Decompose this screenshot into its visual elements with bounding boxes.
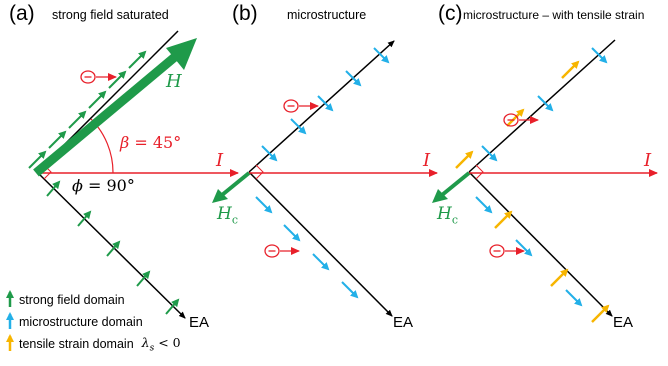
panel-c-easy-axis-upper	[468, 39, 616, 173]
domain-arrow	[77, 210, 92, 227]
Hc-symbol: H	[437, 204, 452, 224]
lambda-subscript: s	[149, 343, 155, 354]
domain-arrow	[515, 239, 533, 257]
domain-arrow	[373, 47, 390, 64]
domain-arrow	[550, 268, 569, 287]
easy-axis-label-c: EA	[613, 314, 634, 331]
domain-arrow	[46, 180, 61, 197]
panel-b-letter: (b)	[232, 2, 258, 25]
domain-arrow	[345, 70, 362, 87]
domain-arrow	[537, 95, 554, 112]
domain-arrow	[128, 50, 147, 69]
current-I-label-b: I	[423, 150, 431, 171]
panel-a-title: strong field saturated	[52, 8, 169, 22]
panel-a-H-arrowhead	[166, 38, 197, 70]
domain-arrow	[283, 224, 301, 242]
lambda-symbol: λ	[141, 334, 150, 350]
domain-arrow	[455, 150, 474, 169]
domain-arrow	[290, 118, 307, 135]
legend-label: tensile strain domain	[19, 337, 134, 351]
domain-arrow	[106, 240, 121, 257]
panel-c-Hc-arrow	[440, 171, 471, 197]
panel-c-letter: (c)	[438, 2, 463, 25]
legend-item-tensile: tensile strain domain λs < 0	[4, 334, 181, 354]
electron-icon	[80, 70, 96, 84]
domain-arrow	[506, 108, 525, 127]
panel-a-diagram	[28, 30, 239, 319]
panel-a-letter: (a)	[9, 2, 35, 25]
beta-angle-label: β = 45°	[120, 133, 181, 152]
legend-label: strong field domain	[19, 293, 125, 307]
panel-a-easy-axis-lower	[36, 171, 186, 319]
current-I-label-a: I	[216, 150, 224, 171]
panel-c-right-angle	[475, 164, 484, 180]
panel-c-title: microstructure – with tensile strain	[463, 8, 645, 22]
domain-arrow	[48, 130, 67, 149]
phi-symbol: ϕ	[72, 176, 83, 195]
lambda-relation: < 0	[154, 334, 181, 350]
domain-arrow	[494, 210, 513, 229]
phi-value: = 90°	[82, 176, 135, 195]
domain-arrow	[165, 298, 180, 315]
panel-b-title: microstructure	[287, 8, 367, 22]
Hc-label-c: Hc	[437, 204, 458, 226]
panel-b-easy-axis-upper	[248, 40, 395, 173]
panel-a-H-arrow	[33, 52, 179, 177]
electron-icon	[503, 113, 519, 127]
panel-b-Hc-arrow	[220, 171, 251, 197]
domain-arrow	[312, 253, 330, 271]
legend-item-microstructure: microstructure domain	[4, 312, 143, 332]
panel-b-diagram	[212, 40, 438, 317]
panel-b-Hc-arrowhead	[212, 189, 228, 203]
domain-arrow	[591, 304, 610, 323]
domain-arrow	[255, 196, 273, 214]
electron-icon	[264, 244, 280, 258]
domain-arrow	[317, 95, 334, 112]
electron-icon	[489, 244, 505, 258]
beta-symbol: β	[120, 133, 130, 152]
domain-arrow	[591, 47, 608, 64]
domain-arrow	[136, 270, 151, 287]
domain-arrow	[88, 90, 107, 109]
Hc-subscript: c	[231, 213, 238, 227]
domain-arrow	[108, 70, 127, 89]
H-field-label: H	[166, 71, 182, 92]
domain-arrow	[475, 196, 493, 214]
domain-arrow	[261, 145, 278, 162]
panel-c-easy-axis-lower	[468, 171, 613, 317]
easy-axis-label-a: EA	[189, 314, 210, 331]
Hc-symbol: H	[217, 204, 232, 224]
domain-arrow	[341, 281, 359, 299]
panel-c-diagram	[432, 39, 658, 323]
domain-arrow	[68, 110, 87, 129]
domain-arrow	[481, 145, 498, 162]
legend-item-strong-field: strong field domain	[4, 290, 125, 310]
domain-arrow	[565, 289, 583, 307]
beta-value: = 45°	[129, 133, 182, 152]
electron-icon	[283, 99, 299, 113]
domain-arrow	[28, 150, 47, 169]
easy-axis-label-b: EA	[393, 314, 414, 331]
phi-angle-label: ϕ = 90°	[72, 176, 135, 195]
legend-label: microstructure domain	[19, 315, 143, 329]
panel-b-easy-axis-lower	[248, 171, 393, 317]
domain-arrow	[561, 60, 580, 79]
panel-c-Hc-arrowhead	[432, 189, 448, 203]
current-I-label-c: I	[644, 150, 652, 171]
Hc-subscript: c	[451, 213, 458, 227]
lambda-condition: λs < 0	[142, 335, 181, 354]
Hc-label-b: Hc	[217, 204, 238, 226]
panel-b-right-angle	[255, 164, 264, 180]
